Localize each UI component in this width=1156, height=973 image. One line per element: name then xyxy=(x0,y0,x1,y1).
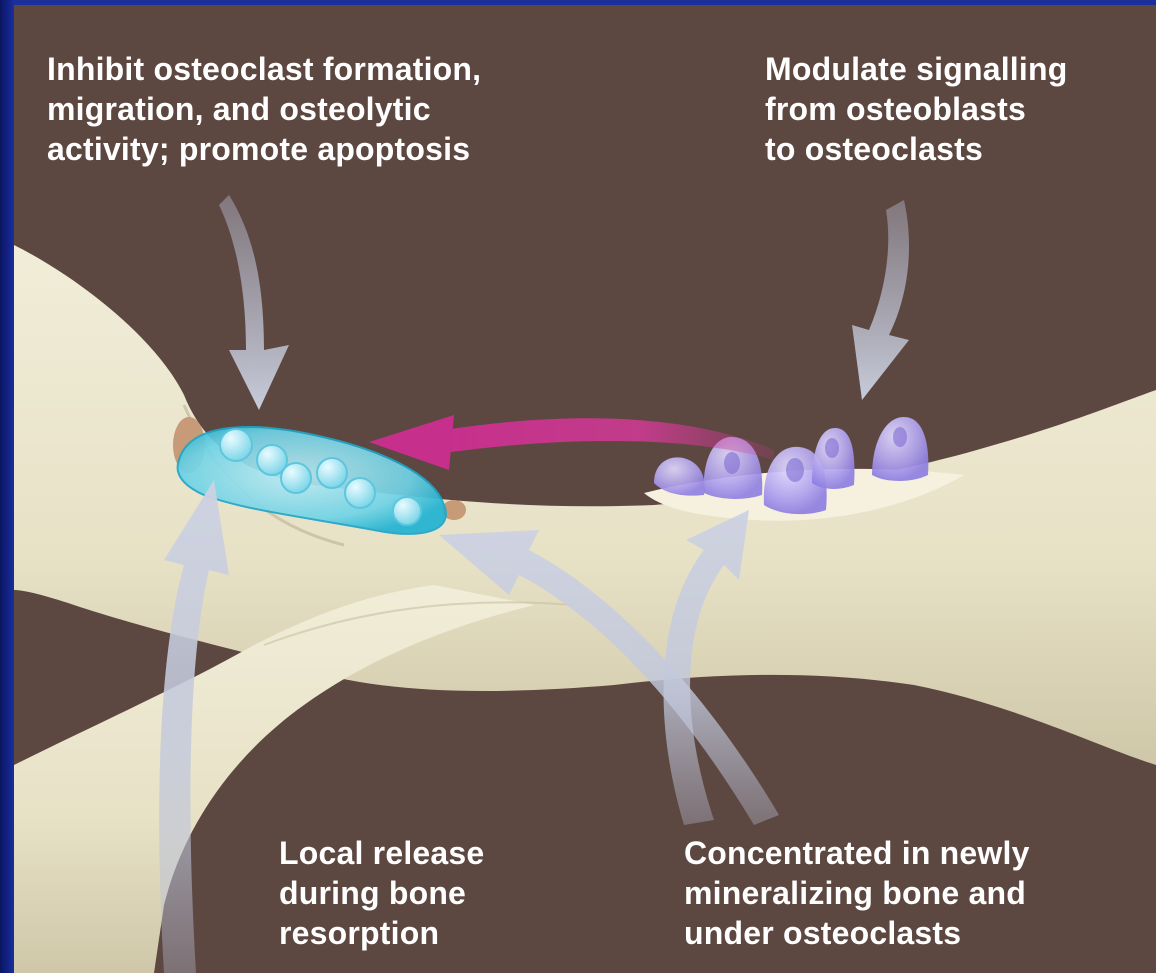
label-line: Modulate signalling xyxy=(765,49,1067,89)
label-line: mineralizing bone and xyxy=(684,873,1030,913)
label-concentrated-bone: Concentrated in newly mineralizing bone … xyxy=(684,833,1030,953)
label-line: to osteoclasts xyxy=(765,129,1067,169)
label-inhibit-osteoclast: Inhibit osteoclast formation, migration,… xyxy=(47,49,481,169)
label-modulate-signalling: Modulate signalling from osteoblasts to … xyxy=(765,49,1067,169)
label-line: under osteoclasts xyxy=(684,913,1030,953)
label-line: Concentrated in newly xyxy=(684,833,1030,873)
illustration-panel: Inhibit osteoclast formation, migration,… xyxy=(14,5,1156,973)
label-line: resorption xyxy=(279,913,484,953)
label-line: Local release xyxy=(279,833,484,873)
label-line: during bone xyxy=(279,873,484,913)
label-line: Inhibit osteoclast formation, xyxy=(47,49,481,89)
label-local-release: Local release during bone resorption xyxy=(279,833,484,953)
label-line: from osteoblasts xyxy=(765,89,1067,129)
label-line: migration, and osteolytic xyxy=(47,89,481,129)
label-line: activity; promote apoptosis xyxy=(47,129,481,169)
